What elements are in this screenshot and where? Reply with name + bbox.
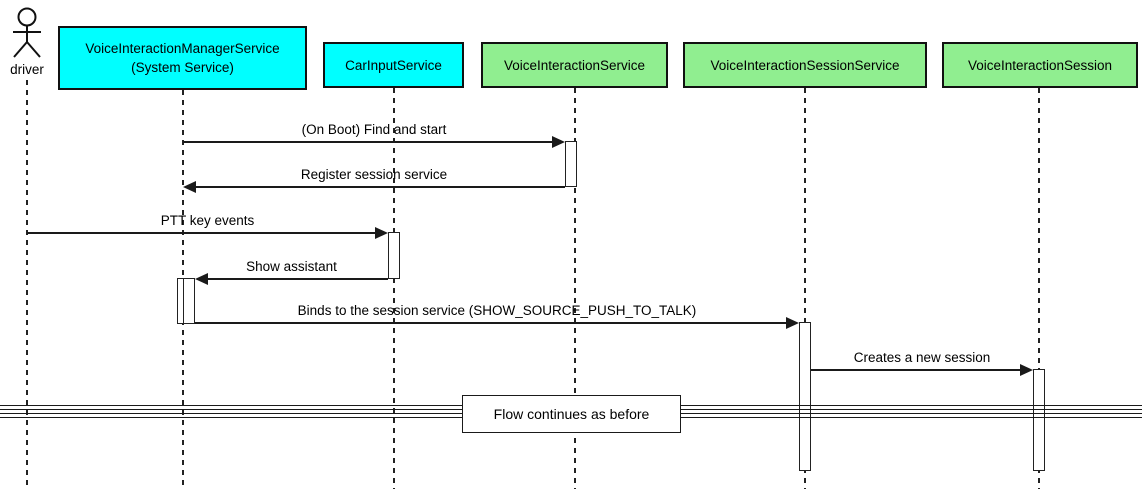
- arrowhead-left-icon: [183, 181, 196, 193]
- arrowhead-right-icon: [375, 227, 388, 239]
- lifeline-voiceinteractionsessionservice: [804, 88, 806, 489]
- divider-label: Flow continues as before: [493, 406, 650, 422]
- lifeline-voiceinteractionsession: [1038, 88, 1040, 489]
- message-label: Show assistant: [246, 259, 337, 274]
- activation-vims-nested: [183, 278, 195, 324]
- arrowhead-right-icon: [786, 317, 799, 329]
- divider-label-box: Flow continues as before: [462, 395, 681, 433]
- arrowhead-right-icon: [1020, 364, 1033, 376]
- participant-sublabel: (System Service): [131, 60, 234, 75]
- arrowhead-left-icon: [195, 273, 208, 285]
- actor-driver-icon: [13, 7, 41, 58]
- message-line: [183, 141, 555, 143]
- participant-label: CarInputService: [345, 57, 442, 73]
- message-label: Binds to the session service (SHOW_SOURC…: [297, 303, 697, 318]
- message-line: [195, 322, 789, 324]
- participant-carinputservice: CarInputService: [323, 42, 464, 88]
- participant-voiceinteractionsessionservice: VoiceInteractionSessionService: [683, 42, 927, 88]
- lifeline-voiceinteractionservice: [574, 88, 576, 489]
- message-label: (On Boot) Find and start: [301, 122, 447, 137]
- participant-label: VoiceInteractionSession: [967, 57, 1113, 73]
- message-line: [205, 278, 388, 280]
- activation-voiceinteractionservice: [565, 141, 577, 187]
- participant-label: VoiceInteractionService: [503, 57, 646, 73]
- message-line: [27, 232, 378, 234]
- lifeline-carinputservice: [393, 88, 395, 489]
- activation-voiceinteractionsessionservice: [799, 322, 811, 471]
- message-line: [193, 186, 565, 188]
- participant-voiceinteractionservice: VoiceInteractionService: [481, 42, 668, 88]
- lifeline-driver: [26, 80, 28, 489]
- arrowhead-right-icon: [552, 136, 565, 148]
- message-label: PTT key events: [160, 213, 255, 228]
- actor-driver-label: driver: [10, 62, 44, 77]
- participant-voiceinteractionsession: VoiceInteractionSession: [942, 42, 1138, 88]
- message-label: Register session service: [300, 167, 448, 182]
- participant-voiceinteractionmanagerservice: VoiceInteractionManagerService (System S…: [58, 26, 307, 90]
- activation-voiceinteractionsession: [1033, 369, 1045, 471]
- participant-label: VoiceInteractionManagerService: [85, 41, 280, 56]
- activation-carinputservice: [388, 232, 400, 279]
- message-label: Creates a new session: [853, 350, 991, 365]
- message-line: [811, 369, 1023, 371]
- participant-label: VoiceInteractionSessionService: [710, 57, 900, 73]
